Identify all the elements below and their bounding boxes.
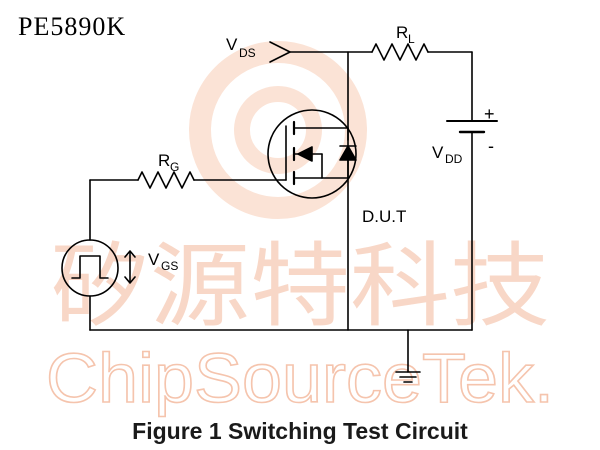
rl-label-sub: L	[408, 32, 415, 46]
mosfet-icon	[267, 109, 357, 199]
circuit-labels: V DS R L R G + - V DD V GS D.U.T	[148, 23, 495, 273]
watermark-latin: ChipSourceTek.	[46, 339, 554, 417]
watermark-ring-inner	[234, 86, 322, 174]
vgs-label: V	[148, 250, 160, 269]
part-number: PE5890K	[18, 12, 127, 41]
dut-label: D.U.T	[362, 207, 406, 226]
minus-label: -	[488, 136, 494, 156]
resistor-icon	[371, 43, 429, 61]
vgs-label-sub: GS	[161, 259, 178, 273]
ground-icon	[395, 329, 421, 383]
rg-label-sub: G	[170, 160, 179, 174]
rl-label: R	[396, 23, 408, 42]
resistor-rg-icon	[137, 171, 195, 189]
watermark-chinese: 矽源特科技	[50, 233, 550, 340]
plus-label: +	[484, 104, 495, 124]
vgs-arrow-icon	[124, 250, 136, 284]
vdd-label-sub: DD	[445, 152, 463, 166]
vds-label-sub: DS	[239, 46, 256, 60]
vds-label: V	[226, 35, 238, 54]
figure-caption: Figure 1 Switching Test Circuit	[132, 418, 468, 444]
rg-label: R	[158, 151, 170, 170]
pulse-source-icon	[61, 239, 119, 297]
watermark-ring	[189, 41, 367, 219]
watermark: 矽源特科技 ChipSourceTek.	[45, 41, 555, 418]
vdd-label: V	[432, 143, 444, 162]
